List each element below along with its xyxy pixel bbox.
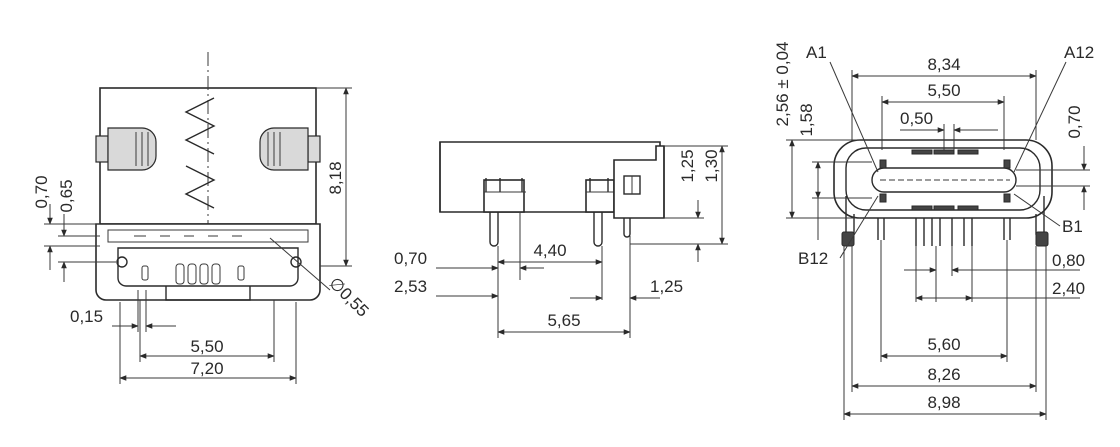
- pin-dim-240: 2,40: [1052, 279, 1085, 298]
- front-hole-right: [290, 256, 302, 268]
- front-hole-left: [116, 256, 128, 268]
- side-dim-253: 2,53: [394, 277, 427, 296]
- side-dim-125-bottom: 1,25: [650, 277, 683, 296]
- front-clip-left: [95, 127, 157, 171]
- pin-label-b12: B12: [798, 249, 828, 268]
- pin-tongue: [871, 167, 1017, 193]
- pin-width-898: 8,98: [927, 393, 960, 412]
- pin-width-550: 5,50: [927, 81, 960, 100]
- front-shell: [95, 223, 321, 301]
- pin-dim-080: 0,80: [1052, 251, 1085, 270]
- front-dim-070: 0,70: [32, 175, 51, 208]
- side-post-right: [585, 178, 616, 247]
- pin-thickness: 2,56 ± 0,04: [773, 42, 792, 127]
- pin-pitch-050: 0,50: [900, 109, 933, 128]
- front-width-outer: 7,20: [190, 359, 223, 378]
- front-latch-notch-bottom: [184, 165, 216, 209]
- pin-dim-158: 1,58: [797, 103, 816, 136]
- front-width-inner: 5,50: [190, 337, 223, 356]
- pin-shell: [833, 139, 1053, 219]
- front-view: 8,18 0,70 0,65 ∅0,55 0,15 5,50 7,20: [32, 52, 372, 384]
- side-dim-070: 0,70: [394, 249, 427, 268]
- front-dim-015: 0,15: [70, 307, 103, 326]
- front-latch-notch-top: [184, 97, 216, 155]
- pin-width-560: 5,60: [927, 335, 960, 354]
- pin-label-b1: B1: [1062, 217, 1083, 236]
- pin-width-826: 8,26: [927, 365, 960, 384]
- side-post-left: [483, 178, 526, 247]
- side-dim-565: 5,65: [547, 311, 580, 330]
- pin-label-a12: A12: [1064, 43, 1094, 62]
- side-dim-130: 1,30: [702, 149, 721, 182]
- side-dim-125-top: 1,25: [678, 149, 697, 182]
- front-dim-065: 0,65: [57, 179, 76, 212]
- pin-dim-070: 0,70: [1065, 105, 1084, 138]
- side-view: 0,70 2,53 4,40 5,65 1,25 1,25 1,30: [394, 141, 728, 338]
- front-clip-right: [259, 127, 321, 171]
- pin-view: A1 A12 B1 B12 8,34 5,50 0,50 2,56 ± 0,04…: [773, 42, 1094, 420]
- pin-width-834: 8,34: [927, 55, 960, 74]
- side-tail: [613, 145, 665, 238]
- side-dim-440: 4,40: [533, 241, 566, 260]
- pin-label-a1: A1: [806, 43, 827, 62]
- front-height-label: 8,18: [326, 161, 345, 194]
- front-hole-diameter: ∅0,55: [325, 273, 372, 320]
